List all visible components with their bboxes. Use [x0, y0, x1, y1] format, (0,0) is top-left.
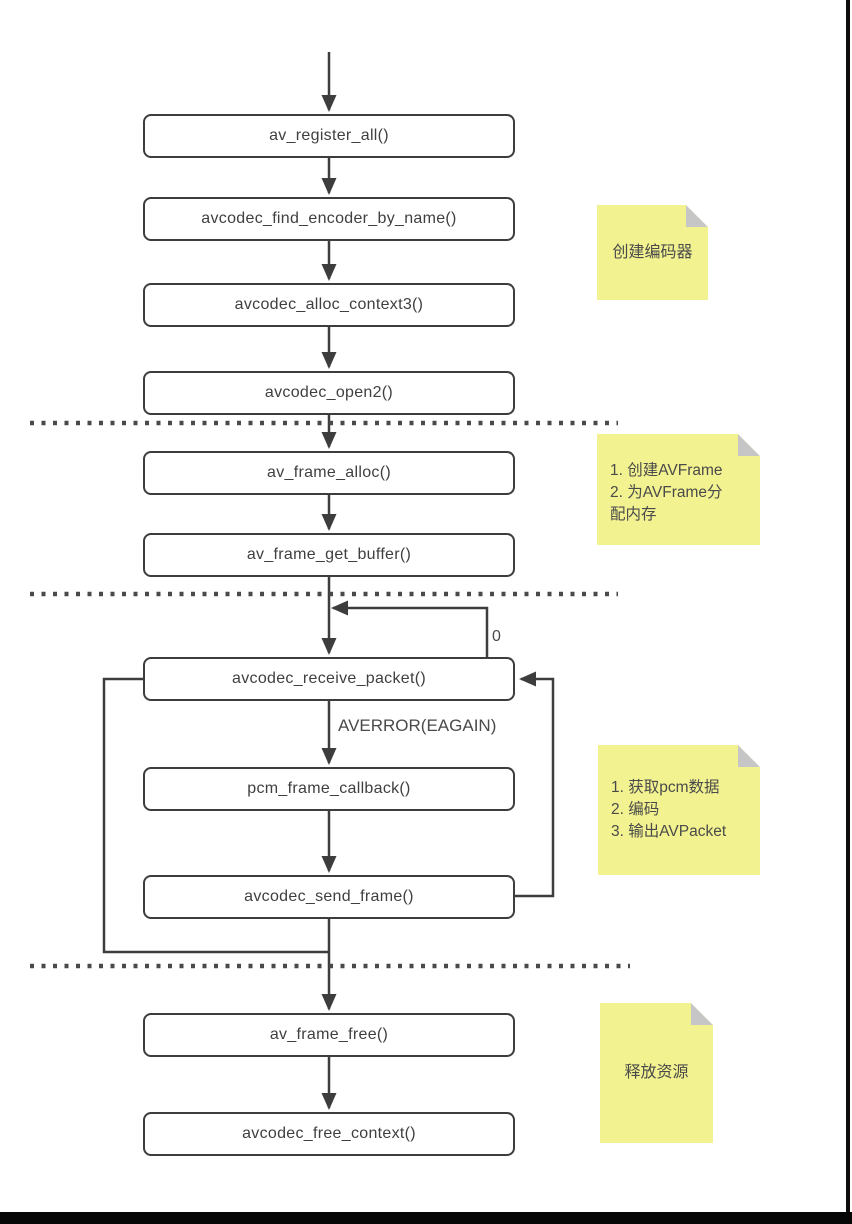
- note-line: 创建编码器: [612, 243, 693, 261]
- flow-node-label: av_register_all(): [269, 127, 389, 144]
- flow-node-label: avcodec_open2(): [264, 384, 394, 401]
- flow-node-label: avcodec_free_context(): [242, 1125, 416, 1142]
- edge-sendframe-to-receivepacket-loop: [513, 671, 555, 898]
- edge-label-zero: 0: [492, 628, 501, 645]
- flow-node-av-register-all: av_register_all(): [143, 114, 515, 158]
- flow-node-avcodec-open2: avcodec_open2(): [143, 371, 515, 415]
- flow-node-avcodec-send-frame: avcodec_send_frame(): [143, 875, 515, 919]
- note-line: 2. 编码: [611, 801, 660, 818]
- flow-node-label: pcm_frame_callback(): [247, 780, 411, 797]
- note-line: 配内存: [610, 506, 657, 523]
- note-text: 1. 创建AVFrame 2. 为AVFrame分 配内存: [597, 434, 760, 545]
- flow-node-av-frame-get-buffer: av_frame_get_buffer(): [143, 533, 515, 577]
- flow-node-avcodec-receive-packet: avcodec_receive_packet(): [143, 657, 515, 701]
- flow-node-pcm-frame-callback: pcm_frame_callback(): [143, 767, 515, 811]
- sticky-note-create-avframe: 1. 创建AVFrame 2. 为AVFrame分 配内存: [597, 434, 760, 545]
- edge-zero-loop: [331, 600, 489, 657]
- flow-node-avcodec-alloc-context3: avcodec_alloc_context3(): [143, 283, 515, 327]
- edge-receivepacket-exit-left: [102, 677, 330, 954]
- flow-node-label: avcodec_alloc_context3(): [234, 296, 424, 313]
- flow-node-avcodec-free-context: avcodec_free_context(): [143, 1112, 515, 1156]
- page-bottom-bar: [0, 1212, 852, 1224]
- flow-node-av-frame-alloc: av_frame_alloc(): [143, 451, 515, 495]
- flow-node-label: av_frame_alloc(): [267, 464, 391, 481]
- flow-node-label: av_frame_get_buffer(): [246, 546, 412, 563]
- edge-label-averror-eagain: AVERROR(EAGAIN): [338, 716, 497, 735]
- sticky-note-create-encoder: 创建编码器: [597, 205, 708, 300]
- sticky-note-encode-loop: 1. 获取pcm数据 2. 编码 3. 输出AVPacket: [598, 745, 760, 875]
- flow-node-label: avcodec_receive_packet(): [232, 670, 426, 687]
- note-text: 创建编码器: [597, 205, 708, 300]
- note-text: 1. 获取pcm数据 2. 编码 3. 输出AVPacket: [598, 745, 760, 875]
- note-line: 2. 为AVFrame分: [610, 484, 723, 501]
- note-text: 释放资源: [600, 1003, 713, 1143]
- note-line: 释放资源: [624, 1064, 689, 1081]
- flow-node-av-frame-free: av_frame_free(): [143, 1013, 515, 1057]
- flow-node-label: avcodec_find_encoder_by_name(): [201, 210, 457, 227]
- sticky-note-free-resources: 释放资源: [600, 1003, 713, 1143]
- flow-node-label: av_frame_free(): [269, 1026, 389, 1043]
- flow-node-label: avcodec_send_frame(): [244, 888, 414, 905]
- note-line: 3. 输出AVPacket: [611, 823, 727, 840]
- page-right-border: [846, 0, 850, 1224]
- note-line: 1. 获取pcm数据: [611, 779, 720, 796]
- note-line: 1. 创建AVFrame: [610, 462, 723, 479]
- flow-node-avcodec-find-encoder-by-name: avcodec_find_encoder_by_name(): [143, 197, 515, 241]
